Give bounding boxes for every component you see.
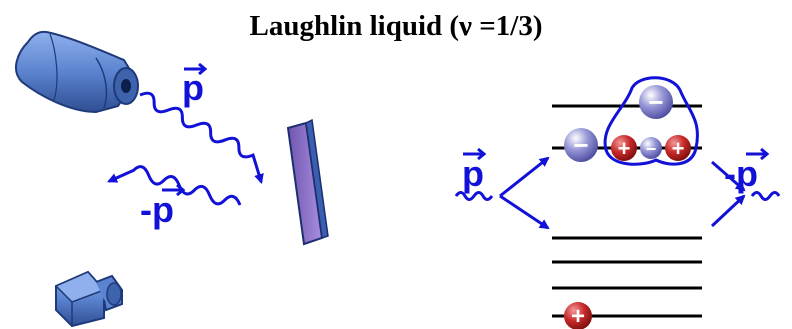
svg-text:-p: -p (724, 153, 758, 194)
momentum-label-minus-p-left: -p (140, 183, 186, 230)
reflected-photon-wave (107, 165, 242, 206)
svg-text:+: + (618, 136, 631, 161)
incoming-photon-wave-right (454, 191, 494, 201)
electron-top: − (639, 85, 673, 119)
excitation-arrow-up (499, 156, 550, 198)
svg-text:−: − (648, 87, 663, 117)
momentum-label-p-right: p (462, 147, 487, 194)
quasiparticle-cluster-outline (603, 76, 699, 166)
svg-text:−: − (573, 130, 588, 160)
electron-center: − (640, 137, 662, 159)
svg-text:p: p (182, 67, 204, 108)
outgoing-photon-wave-right (750, 191, 781, 201)
svg-text:-p: -p (140, 189, 174, 230)
svg-text:−: − (646, 139, 657, 159)
vector-arrow-icon (463, 147, 487, 161)
detector-camera-icon (54, 270, 123, 328)
svg-text:+: + (571, 303, 585, 329)
figure-title: Laughlin liquid (ν =1/3) (249, 10, 543, 42)
vector-arrow-icon (746, 147, 770, 161)
momentum-label-p-left: p (182, 62, 208, 108)
vector-arrow-icon (184, 62, 208, 76)
electron-left: − (564, 128, 598, 162)
sample-plate-icon (286, 118, 329, 246)
svg-text:+: + (672, 136, 685, 161)
svg-text:p: p (462, 153, 484, 194)
hole-right: + (665, 135, 691, 161)
hole-bottom: + (564, 302, 592, 329)
emission-arrow-down (711, 160, 746, 192)
incoming-photon-wave (139, 91, 264, 185)
laser-source-icon (14, 30, 139, 114)
excitation-arrow-down (499, 194, 550, 230)
emission-arrow-up (710, 194, 746, 228)
hole-left: + (611, 135, 637, 161)
vector-arrow-icon (162, 183, 186, 197)
momentum-label-minus-p-right: -p (724, 147, 770, 194)
